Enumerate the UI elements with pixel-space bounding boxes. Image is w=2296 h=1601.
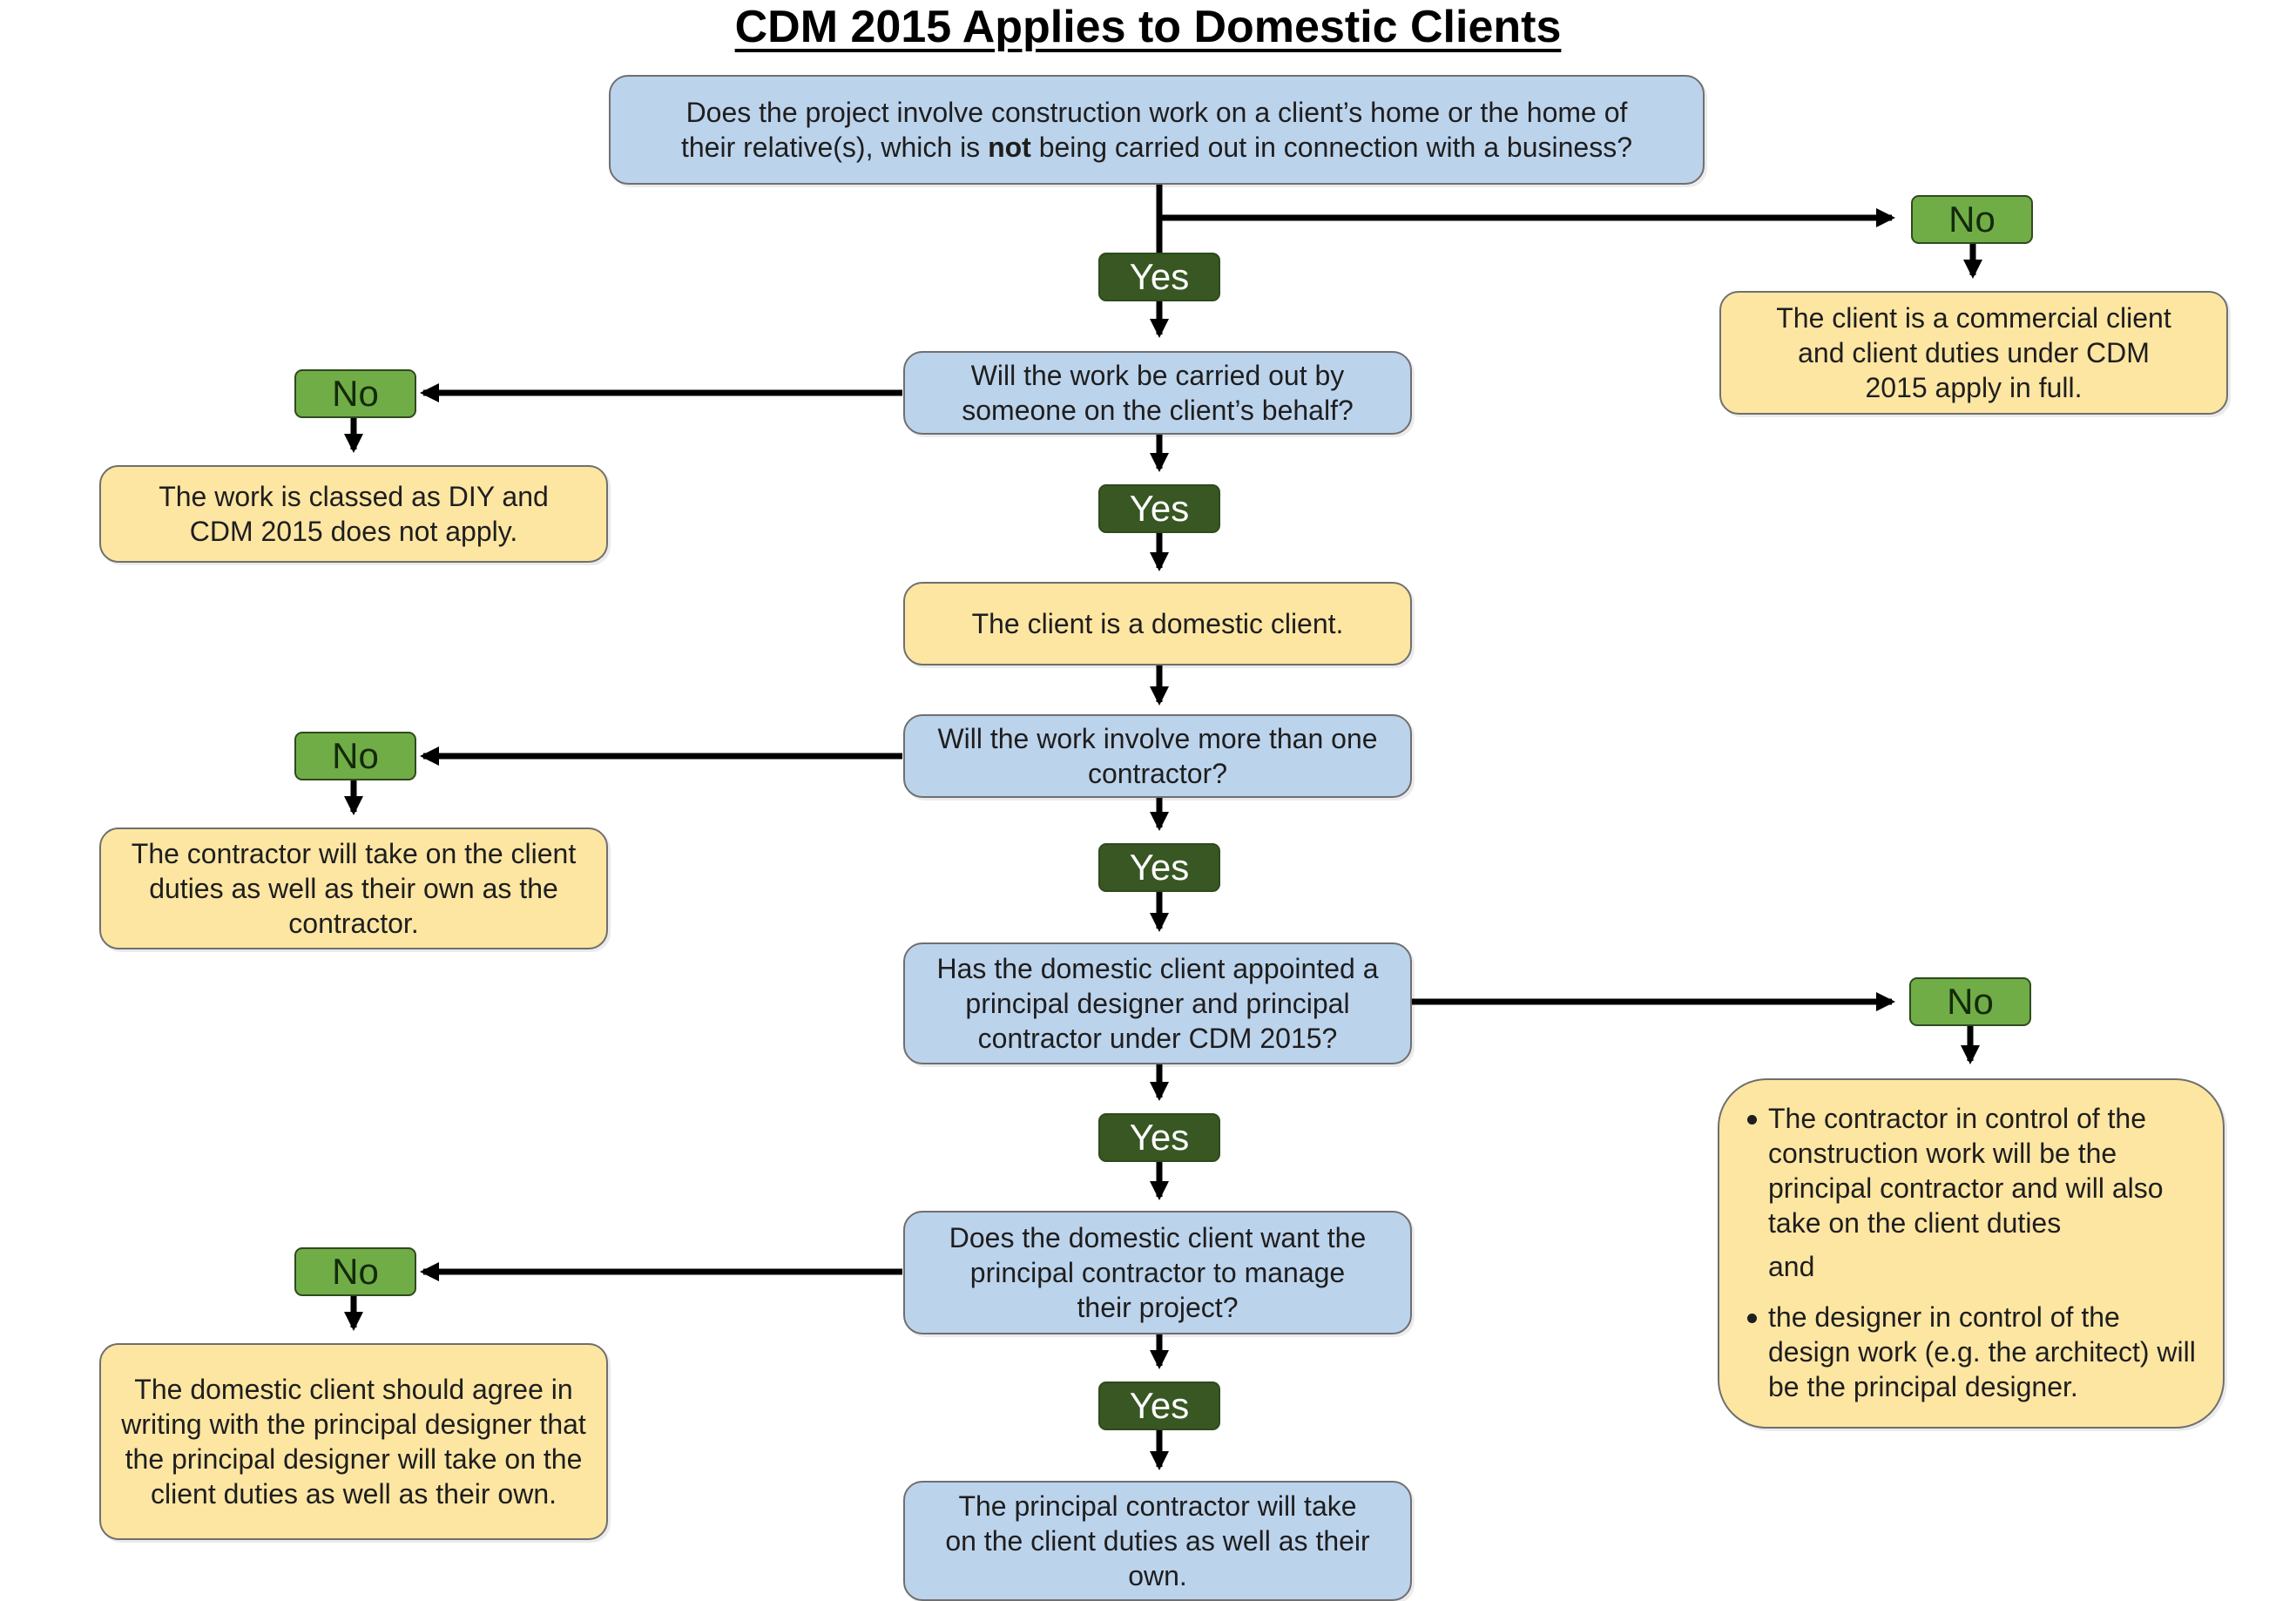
yes-badge-5: Yes — [1098, 1381, 1220, 1430]
outcome-principal-contractor-client-duties: The principal contractor will take on th… — [903, 1481, 1412, 1601]
question-1-line-2-end: being carried out in connection with a b… — [1030, 132, 1633, 163]
yes-badge-4: Yes — [1098, 1113, 1220, 1162]
bullet-1-text: The contractor in control of the constru… — [1768, 1103, 2164, 1239]
outcome-principal-designer-client-duties: The domestic client should agree in writ… — [99, 1343, 608, 1540]
question-5-box: Does the domestic client want the princi… — [903, 1211, 1412, 1334]
yes-badge-3: Yes — [1098, 843, 1220, 892]
duty-holder-bullet-designer: the designer in control of the design wo… — [1739, 1300, 2205, 1404]
no-badge-1: No — [1911, 195, 2033, 244]
no-badge-3: No — [294, 732, 416, 780]
no-badge-5: No — [294, 1247, 416, 1296]
question-1-line-2: their relative(s), which is not being ca… — [681, 130, 1632, 165]
outcome-domestic-client: The client is a domestic client. — [903, 582, 1412, 665]
outcome-diy: The work is classed as DIY and CDM 2015 … — [99, 465, 608, 563]
no-badge-2: No — [294, 369, 416, 418]
question-1-line-2-start: their relative(s), which is — [680, 132, 989, 163]
question-3-box: Will the work involve more than one cont… — [903, 714, 1412, 798]
question-4-box: Has the domestic client appointed a prin… — [903, 942, 1412, 1064]
bullet-dot — [1747, 1314, 1757, 1323]
bullet-dot — [1747, 1115, 1757, 1125]
yes-badge-2: Yes — [1098, 484, 1220, 533]
outcome-default-duty-holders: The contractor in control of the constru… — [1718, 1078, 2225, 1429]
outcome-single-contractor: The contractor will take on the client d… — [99, 828, 608, 949]
duty-holder-list: The contractor in control of the constru… — [1739, 1101, 2205, 1240]
no-badge-4: No — [1909, 977, 2031, 1026]
question-2-box: Will the work be carried out by someone … — [903, 351, 1412, 435]
page-title: CDM 2015 Applies to Domestic Clients — [734, 2, 1562, 52]
question-1-line-1: Does the project involve construction wo… — [685, 97, 1628, 128]
duty-holder-list-2: the designer in control of the design wo… — [1739, 1300, 2205, 1404]
question-1-box: Does the project involve construction wo… — [609, 75, 1705, 185]
yes-badge-1: Yes — [1098, 253, 1220, 301]
and-connector-text: and — [1768, 1251, 1815, 1282]
question-1-emphasis: not — [988, 132, 1031, 163]
duty-holder-bullet-contractor: The contractor in control of the constru… — [1739, 1101, 2205, 1240]
outcome-commercial-client: The client is a commercial client and cl… — [1719, 291, 2228, 415]
bullet-2-text: the designer in control of the design wo… — [1768, 1301, 2196, 1402]
